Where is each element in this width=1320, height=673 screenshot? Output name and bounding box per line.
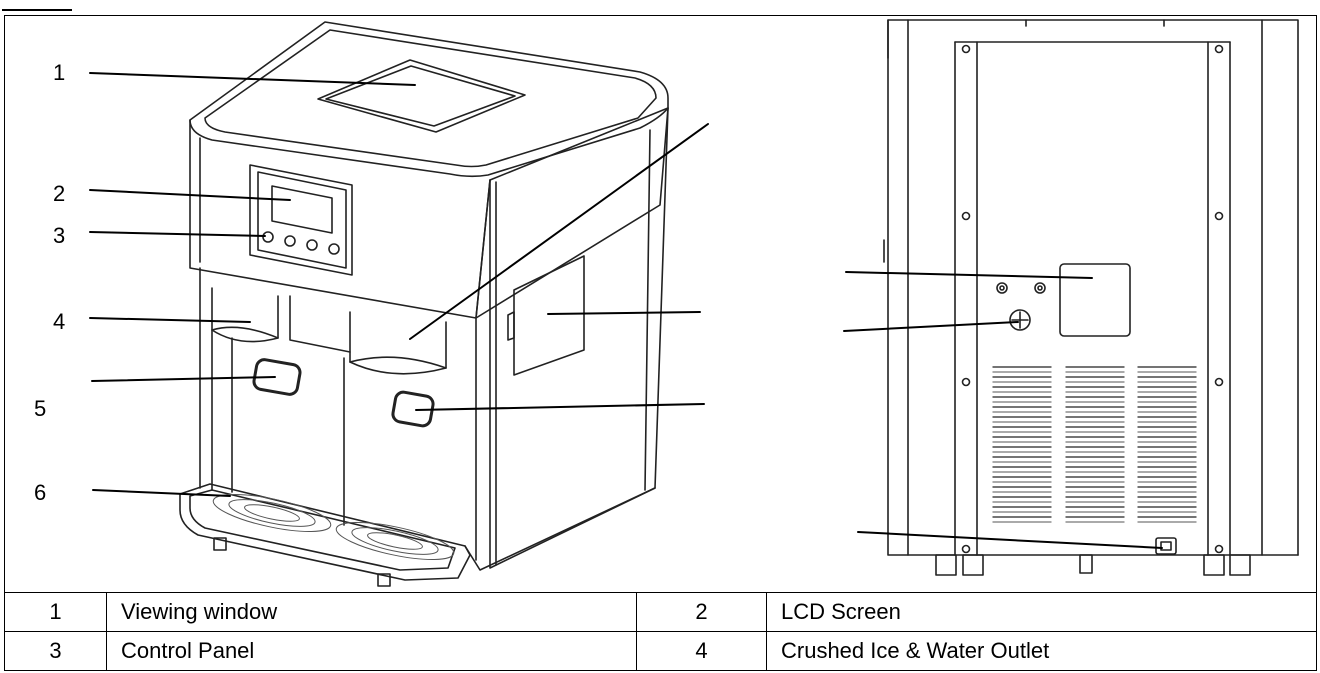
legend-label: Crushed Ice & Water Outlet <box>766 631 1317 671</box>
legend-number: 4 <box>636 631 767 671</box>
callout-1: 1 <box>53 60 66 85</box>
legend-label: Control Panel <box>106 631 637 671</box>
rear-leader-lines <box>843 271 1163 549</box>
ice-maker-illustration <box>89 19 1299 587</box>
callout-5: 5 <box>34 396 47 421</box>
header-underline <box>2 0 72 11</box>
callout-3: 3 <box>53 223 66 248</box>
rear-vent-grille <box>992 366 1197 523</box>
legend-row: 3 Control Panel 4 Crushed Ice & Water Ou… <box>4 631 1317 671</box>
legend-row: 1 Viewing window 2 LCD Screen <box>4 592 1317 632</box>
legend-label: LCD Screen <box>766 592 1317 632</box>
rear-view-drawing <box>883 19 1299 576</box>
legend-number: 2 <box>636 592 767 632</box>
legend-label: Viewing window <box>106 592 637 632</box>
legend-number: 1 <box>4 592 107 632</box>
figure-frame <box>4 15 1317 593</box>
front-leader-lines <box>89 72 709 497</box>
callout-2: 2 <box>53 181 66 206</box>
parts-legend-table: 1 Viewing window 2 LCD Screen 3 Control … <box>4 592 1317 671</box>
rear-screws <box>961 44 1224 554</box>
callout-6: 6 <box>34 480 47 505</box>
front-view-drawing <box>179 21 669 587</box>
legend-number: 3 <box>4 631 107 671</box>
callout-4: 4 <box>53 309 66 334</box>
